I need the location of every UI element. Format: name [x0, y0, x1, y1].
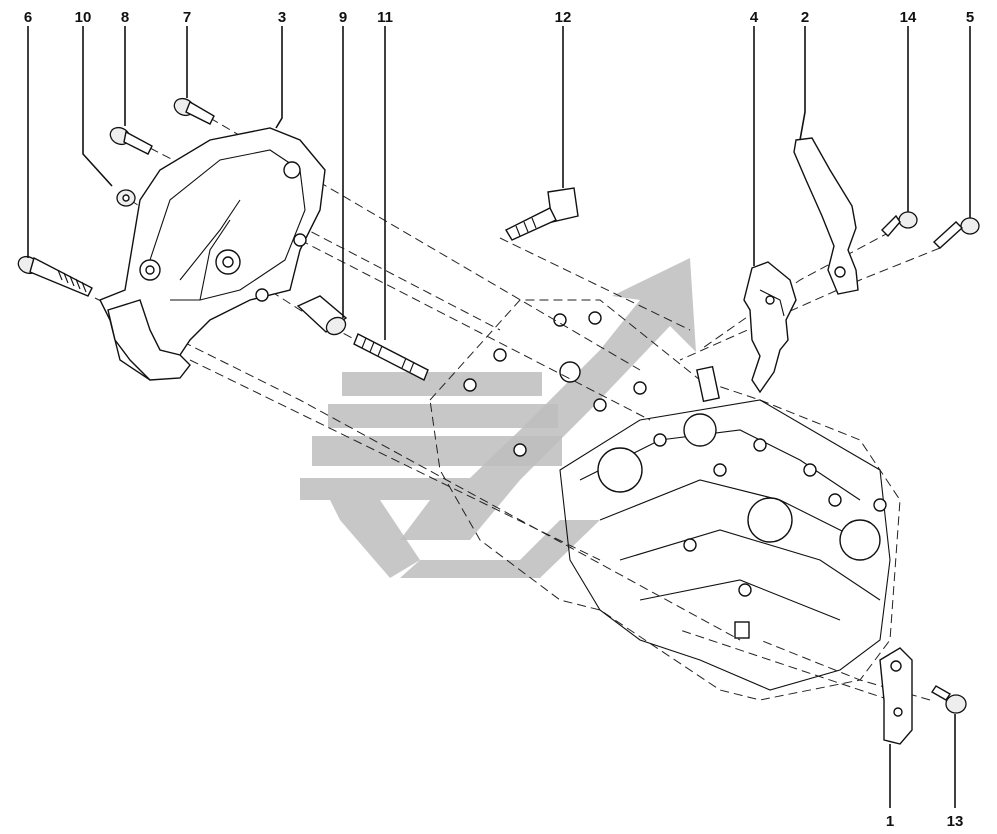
callout-7: 7 — [183, 9, 191, 26]
callout-9: 9 — [339, 9, 347, 26]
callout-11: 11 — [377, 9, 393, 26]
callout-6: 6 — [24, 9, 32, 26]
part-11-stud — [353, 333, 429, 381]
part-6-bolt — [17, 255, 93, 297]
part-1-bracket-plate — [879, 647, 913, 745]
part-8-bolt — [109, 126, 153, 155]
part-14-bolt — [881, 211, 918, 238]
assembly-lines — [94, 117, 941, 701]
watermark-logo — [300, 258, 696, 578]
leader-lines — [27, 26, 971, 808]
part-9-spacer — [296, 295, 348, 336]
callout-8: 8 — [121, 9, 129, 26]
callout-10: 10 — [75, 9, 92, 26]
part-7-bolt — [173, 97, 215, 125]
part-13-bolt — [931, 685, 967, 714]
part-4-bracket — [743, 261, 797, 394]
callout-13: 13 — [947, 813, 964, 830]
callout-14: 14 — [900, 9, 917, 26]
callout-4: 4 — [750, 9, 759, 26]
part-2-lifting-eye — [793, 137, 859, 295]
part-5-bolt — [932, 217, 980, 249]
callout-3: 3 — [278, 9, 286, 26]
callout-1: 1 — [886, 813, 894, 830]
cylinder-head — [429, 299, 901, 701]
part-10-washer — [116, 189, 136, 207]
part-12-bolt — [505, 187, 579, 241]
callout-labels: 6 10 8 7 3 9 11 12 4 2 14 5 1 13 — [24, 9, 974, 830]
callout-5: 5 — [966, 9, 974, 26]
callout-12: 12 — [555, 9, 572, 26]
part-3-timing-cover — [99, 127, 326, 381]
callout-2: 2 — [801, 9, 809, 26]
